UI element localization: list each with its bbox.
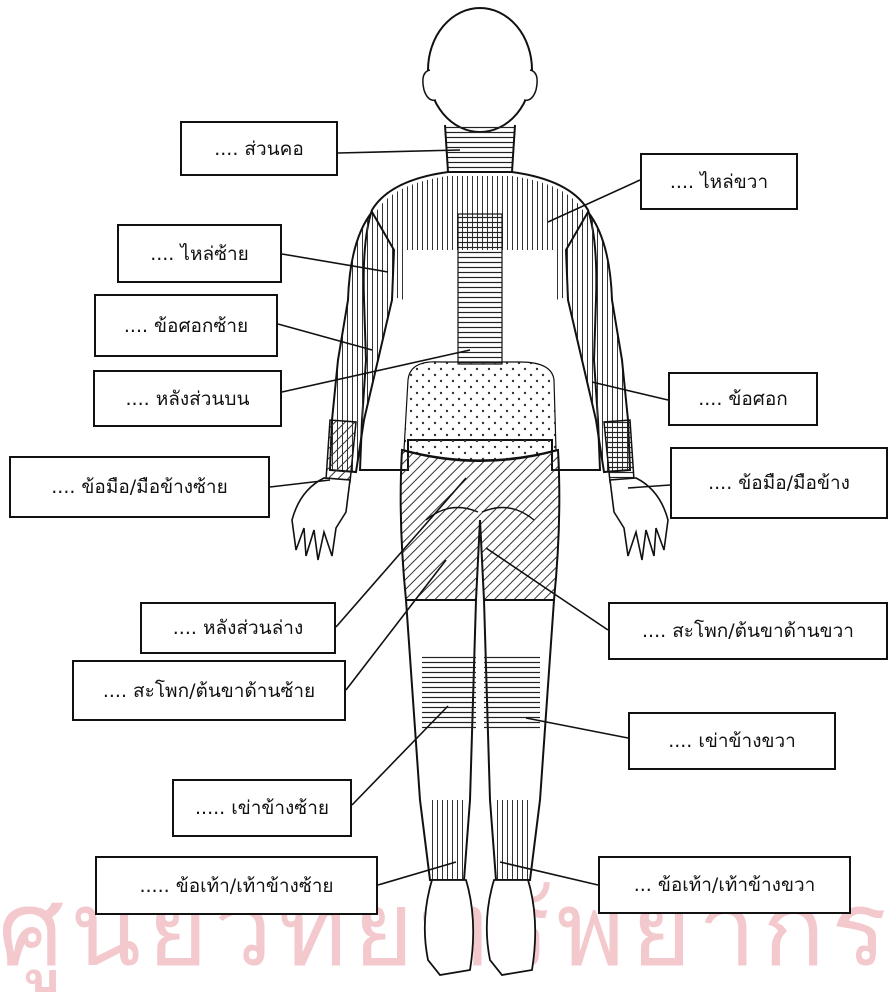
label-right-wrist-hand: .... ข้อมือ/มือข้าง: [670, 447, 888, 519]
label-left-ankle-foot: ..... ข้อเท้า/เท้าข้างซ้าย: [95, 856, 378, 915]
lower-back-region: [404, 362, 556, 460]
label-left-hip-thigh: .... สะโพก/ต้นขาด้านซ้าย: [72, 660, 346, 721]
label-lower-back: .... หลังส่วนล่าง: [140, 602, 336, 654]
label-left-knee: ..... เข่าข้างซ้าย: [172, 779, 352, 837]
label-left-elbow: .... ข้อศอกซ้าย: [94, 294, 278, 357]
label-upper-back: .... หลังส่วนบน: [93, 370, 282, 427]
neck-region: [445, 125, 515, 172]
label-right-ankle-foot: ... ข้อเท้า/เท้าข้างขวา: [598, 856, 851, 914]
label-right-elbow: .... ข้อศอก: [668, 372, 818, 426]
label-left-wrist-hand: .... ข้อมือ/มือข้างซ้าย: [9, 456, 270, 518]
right-hand: [610, 478, 668, 560]
left-knee-region: [422, 656, 476, 730]
right-foot: [487, 880, 535, 975]
label-neck: .... ส่วนคอ: [180, 121, 338, 176]
head-shape: [428, 8, 532, 132]
label-right-shoulder: .... ไหล่ขวา: [640, 153, 798, 210]
label-right-knee: .... เข่าข้างขวา: [628, 712, 836, 770]
left-hand: [292, 478, 350, 560]
label-left-shoulder: .... ไหล่ซ้าย: [117, 224, 282, 283]
upper-back-region: [458, 214, 502, 364]
left-foot: [425, 880, 473, 975]
label-right-hip-thigh: .... สะโพก/ต้นขาด้านขวา: [608, 602, 888, 660]
